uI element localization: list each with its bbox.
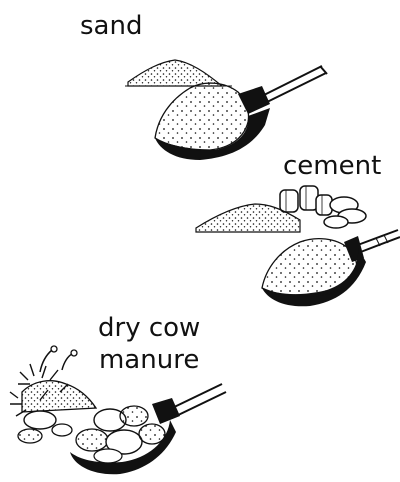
- shovel-icon-2: [262, 230, 400, 306]
- sand-illustration: [125, 60, 327, 160]
- sand-heap-icon: [125, 60, 232, 86]
- manure-illustration: [10, 346, 226, 474]
- cement-illustration: [196, 186, 400, 306]
- shovel-icon-3: [70, 384, 226, 474]
